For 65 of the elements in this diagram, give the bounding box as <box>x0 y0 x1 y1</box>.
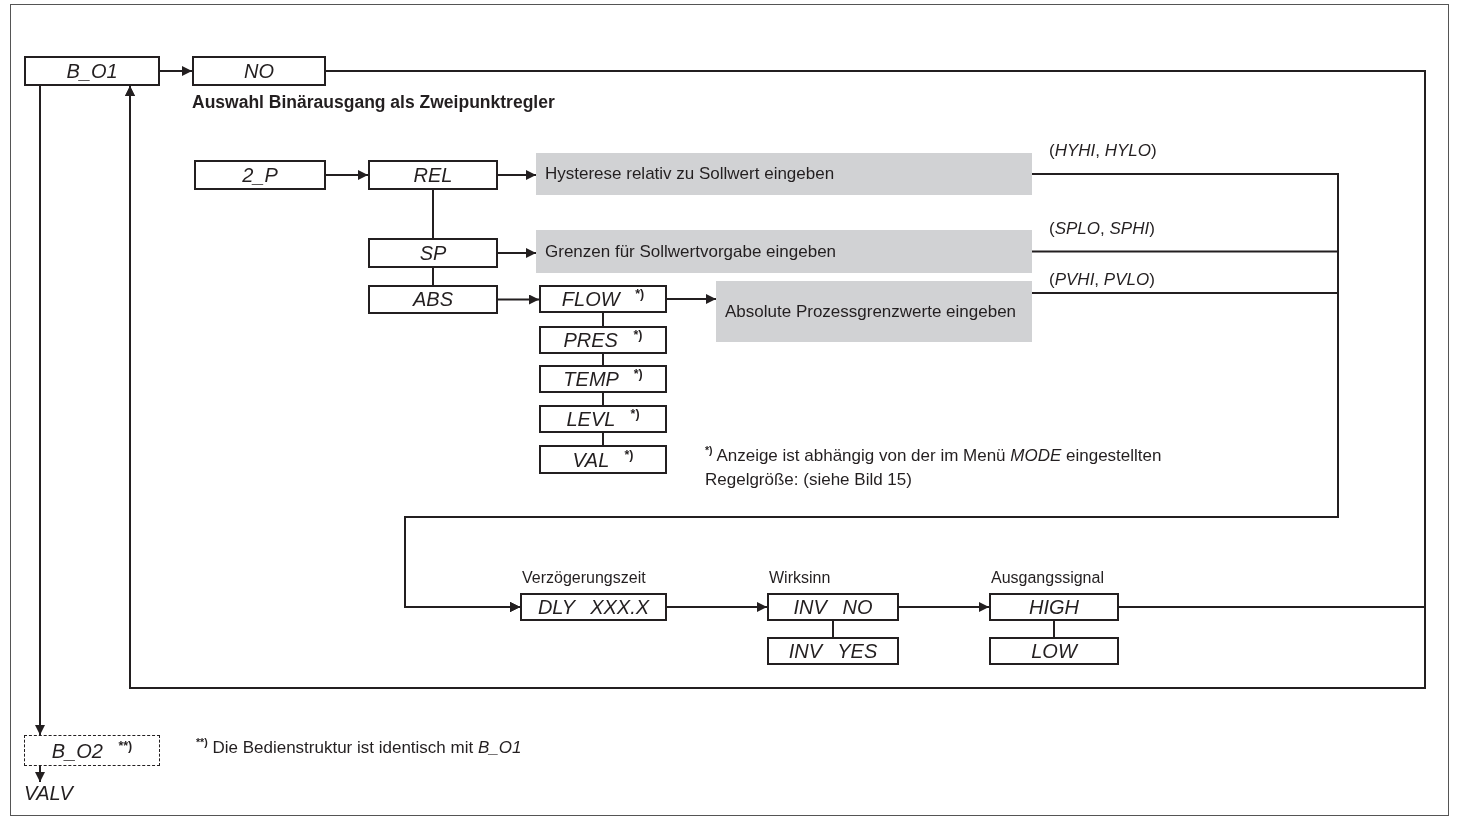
footnote: $^{**)}$ Die Bedienstruktur ist identisch mit B_O1 <box>196 735 523 759</box>
menu-box <box>368 285 498 314</box>
node-label: Ausgangssignal <box>991 569 1104 587</box>
arrow <box>497 294 540 305</box>
arrow <box>325 170 369 180</box>
menu-label: LOW <box>1031 639 1077 663</box>
menu-box <box>192 56 326 86</box>
instruction-box <box>536 153 1032 195</box>
instruction-text: Hysterese relativ zu Sollwert eingeben <box>545 163 835 185</box>
instruction-box <box>536 230 1032 273</box>
menu-label: VALV <box>24 781 73 805</box>
menu-label: VAL $^{*)}$ <box>572 447 634 472</box>
arrow <box>666 602 768 612</box>
menu-box <box>368 238 498 268</box>
connector-line <box>432 189 434 239</box>
connector-line <box>1053 620 1055 638</box>
node-label: Verzögerungszeit <box>522 569 646 587</box>
menu-box <box>194 160 326 190</box>
menu-box <box>539 365 667 393</box>
edge-label: (SPLO, SPHI) <box>1047 219 1157 239</box>
menu-box <box>368 160 498 190</box>
menu-label: SP <box>419 241 447 265</box>
instruction-box <box>716 281 1032 342</box>
menu-box <box>24 56 160 86</box>
menu-box <box>539 285 667 313</box>
menu-label: HIGH <box>1029 595 1079 619</box>
menu-label: INV NO <box>793 595 873 619</box>
menu-label: DLY XXX.X <box>537 595 650 619</box>
arrow <box>35 85 45 736</box>
menu-box <box>539 445 667 474</box>
menu-label: INV YES <box>788 639 878 663</box>
edge-label: (PVHI, PVLO) <box>1047 270 1157 290</box>
menu-label: PRES $^{*)}$ <box>563 328 643 352</box>
menu-box <box>539 326 667 354</box>
menu-label: REL <box>413 163 453 187</box>
menu-label: FLOW $^{*)}$ <box>561 287 645 311</box>
instruction-text: Absolute Prozessgrenzwerte eingeben <box>725 300 1017 323</box>
arrow <box>497 248 537 258</box>
connector-line <box>432 267 434 286</box>
menu-label: 2_P <box>242 163 278 187</box>
connector-line <box>602 353 604 366</box>
node-label: Wirksinn <box>769 569 831 587</box>
arrow <box>35 765 45 783</box>
arrow <box>898 602 990 612</box>
menu-box <box>539 405 667 433</box>
connector-line <box>832 620 834 638</box>
arrow <box>159 66 193 76</box>
menu-label: B_O2 $^{**)}$ <box>51 738 133 763</box>
menu-box <box>767 637 899 665</box>
edge-label: (HYHI, HYLO) <box>1047 141 1159 161</box>
menu-label: NO <box>244 59 274 83</box>
heading: Auswahl Binärausgang als Zweipunktregler <box>192 92 555 113</box>
menu-label: ABS <box>413 288 453 311</box>
arrow <box>497 170 537 180</box>
menu-box <box>989 637 1119 665</box>
footnote: $^{*)}$ Anzeige ist abhängig von der im Menü MODE eingestellten Regelgröße: (siehe Bild 15) <box>705 443 1163 492</box>
connector-line <box>602 432 604 446</box>
arrow <box>666 294 717 304</box>
menu-label: LEVL $^{*)}$ <box>566 407 640 431</box>
menu-label: TEMP $^{*)}$ <box>563 367 643 391</box>
connector-line <box>602 312 604 327</box>
connector-line <box>602 392 604 406</box>
instruction-text: Grenzen für Sollwertvorgabe eingeben <box>545 240 837 263</box>
dashed-menu-box <box>24 735 160 766</box>
menu-label: B_O1 <box>66 59 118 83</box>
